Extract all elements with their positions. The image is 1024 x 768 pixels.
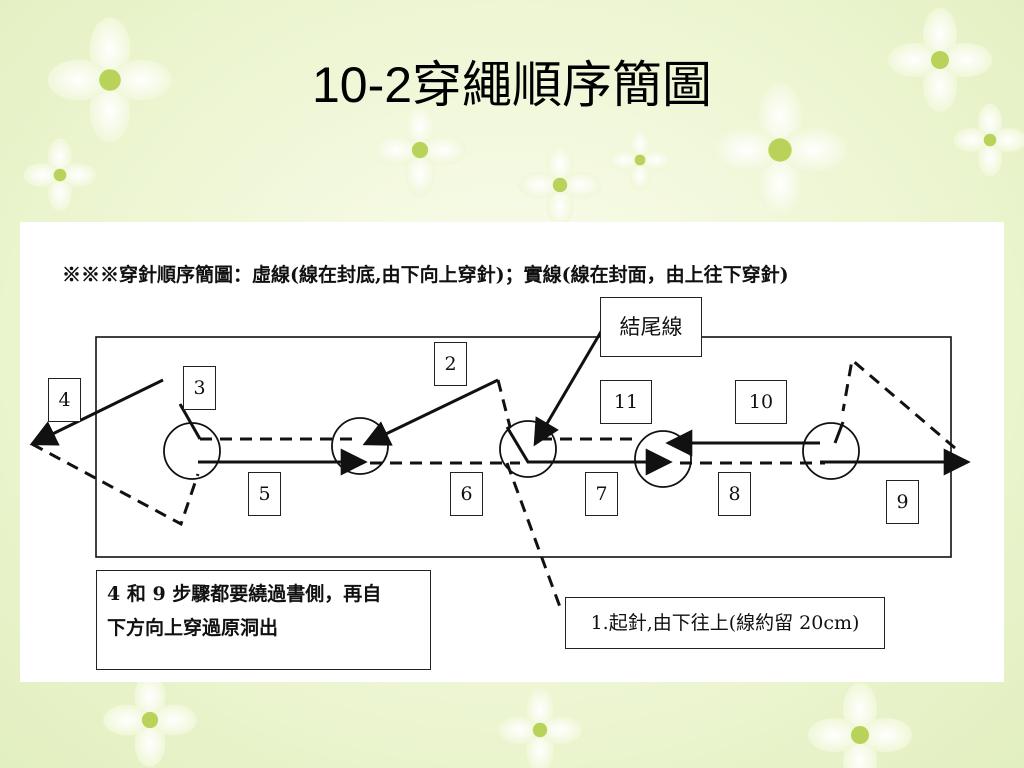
hole-1 [163, 422, 221, 480]
solid-line-step-3 [29, 378, 164, 446]
end-thread-label: 結尾線 [600, 297, 702, 357]
step-box-6: 6 [450, 472, 483, 516]
step-box-5: 5 [248, 472, 281, 516]
legend-text: ※※※穿針順序簡圖：虛線(線在封底,由下向上穿針)；實線(線在封面，由上往下穿針… [62, 264, 789, 286]
step-box-7: 7 [585, 472, 618, 516]
hole-4 [634, 430, 692, 488]
solid-line-hook-10 [833, 421, 845, 444]
hole-3 [499, 420, 557, 478]
step-box-2: 2 [434, 342, 467, 386]
book-outline [95, 336, 952, 558]
note-line-2: 下方向上穿過原洞出 [107, 617, 279, 639]
step-box-11: 11 [600, 380, 652, 424]
dashed-line-step-9-return [841, 357, 956, 450]
dashed-line-step-1 [505, 462, 562, 608]
step-box-8: 8 [718, 472, 751, 516]
note-line-1: 4 和 9 步驟都要繞過書側，再自 [107, 583, 382, 605]
slide-title: 10-2穿繩順序簡圖 [0, 60, 1024, 110]
step-box-3: 3 [183, 366, 216, 410]
solid-line-step-7 [505, 426, 673, 476]
title-number: 10-2 [311, 57, 413, 113]
step-box-10: 10 [735, 380, 787, 424]
solid-line-step-2 [362, 378, 499, 446]
step-box-4: 4 [48, 378, 81, 422]
stitch-diagram [29, 329, 971, 608]
hole-2 [331, 417, 389, 475]
note-box: 4 和 9 步驟都要繞過書側，再自 下方向上穿過原洞出 [96, 570, 431, 670]
dashed-line-step-2-up [496, 379, 512, 428]
title-text: 穿繩順序簡圖 [412, 56, 713, 114]
dashed-line-step-4 [31, 442, 200, 527]
hole-5 [802, 422, 860, 480]
end-thread-pointer [533, 329, 604, 447]
step-box-9: 9 [886, 480, 919, 524]
start-label: 1.起針,由下往上(線約留 20cm) [565, 597, 885, 649]
diagram-panel: ※※※穿針順序簡圖：虛線(線在封底,由下向上穿針)；實線(線在封面，由上往下穿針… [20, 222, 1004, 682]
